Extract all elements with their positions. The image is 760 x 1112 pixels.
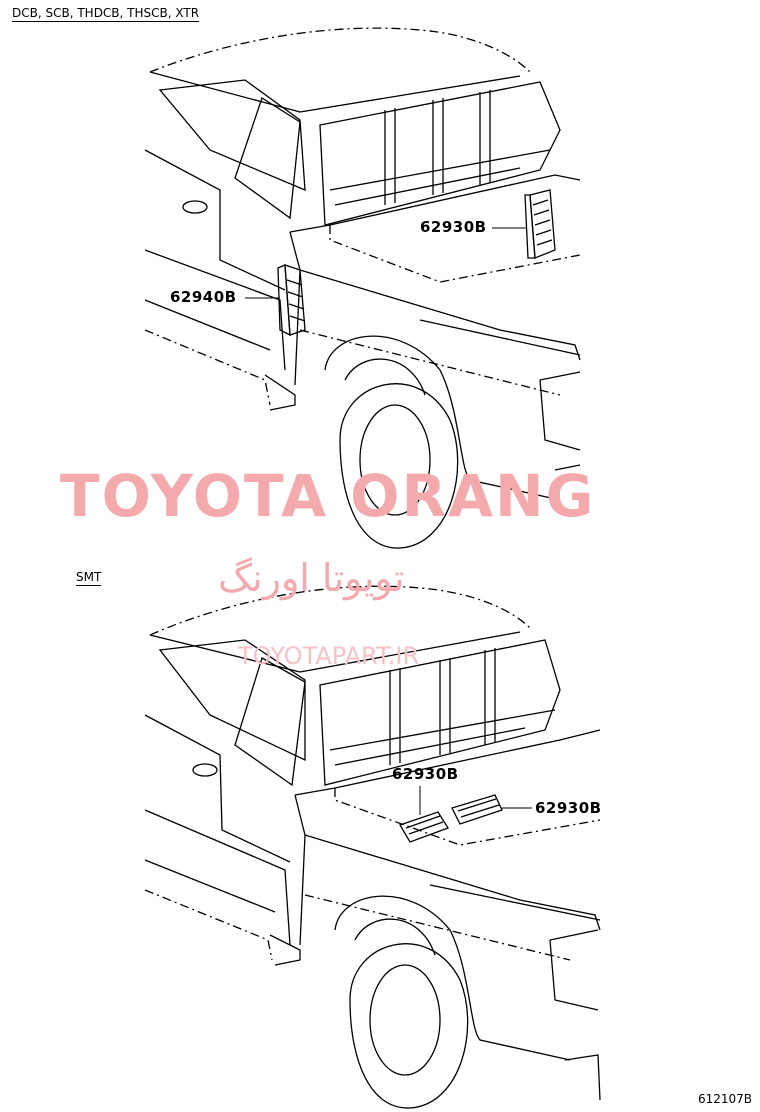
variant-label-bottom: SMT bbox=[76, 570, 102, 586]
watermark-brand: TOYOTA ORANG bbox=[60, 462, 596, 530]
variant-label-top: DCB, SCB, THDCB, THSCB, XTR bbox=[12, 6, 200, 22]
callout-62930b-bottom-left[interactable]: 62930B bbox=[392, 765, 459, 783]
bottom-truck-illustration bbox=[144, 585, 601, 1109]
variant-label-top-text: DCB, SCB, THDCB, THSCB, XTR bbox=[12, 6, 200, 22]
callout-62930b-top[interactable]: 62930B bbox=[420, 218, 487, 236]
variant-label-bottom-text: SMT bbox=[76, 570, 102, 586]
watermark-website: TOYOTAPART.IR bbox=[238, 642, 420, 670]
callout-62940b-top[interactable]: 62940B bbox=[170, 288, 237, 306]
figure-number: 612107B bbox=[698, 1092, 753, 1106]
top-truck-illustration bbox=[144, 27, 581, 549]
watermark-brand-fa: تویوتا اورنگ bbox=[218, 556, 405, 600]
callout-62930b-bottom-right[interactable]: 62930B bbox=[535, 799, 602, 817]
